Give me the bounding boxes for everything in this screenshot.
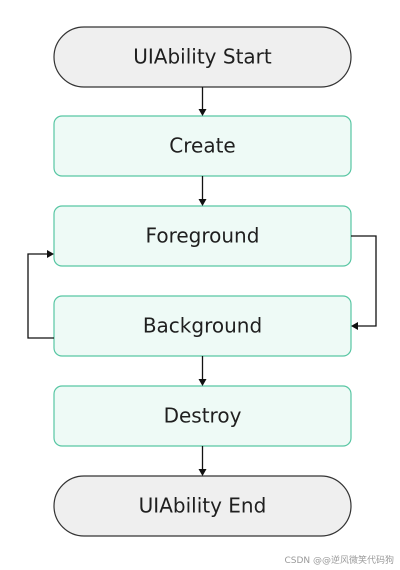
arrow-start-to-create [198, 87, 207, 116]
arrowhead-down-icon [198, 109, 207, 116]
background-node-label: Background [143, 314, 262, 338]
arrowhead-left-icon [351, 322, 358, 330]
foreground-node-label: Foreground [146, 224, 260, 248]
end-node: UIAbility End [53, 475, 352, 537]
create-node: Create [53, 115, 352, 177]
arrow-background-to-destroy [198, 356, 207, 386]
arrowhead-down-icon [198, 379, 207, 386]
arrow-destroy-to-end [198, 446, 207, 476]
background-node: Background [53, 295, 352, 357]
destroy-node: Destroy [53, 385, 352, 447]
start-node: UIAbility Start [53, 26, 352, 88]
start-node-label: UIAbility Start [133, 45, 272, 69]
create-node-label: Create [169, 134, 235, 158]
arrowhead-down-icon [198, 199, 207, 206]
watermark: CSDN @@逆风微笑代码狗 [284, 556, 394, 566]
foreground-node: Foreground [53, 205, 352, 267]
arrowhead-right-icon [47, 250, 54, 258]
arrow-background-to-foreground [27, 250, 54, 339]
arrowhead-down-icon [198, 469, 207, 476]
arrow-foreground-to-background [351, 235, 377, 330]
end-node-label: UIAbility End [139, 494, 267, 518]
arrow-create-to-foreground [198, 176, 207, 206]
destroy-node-label: Destroy [164, 404, 242, 428]
